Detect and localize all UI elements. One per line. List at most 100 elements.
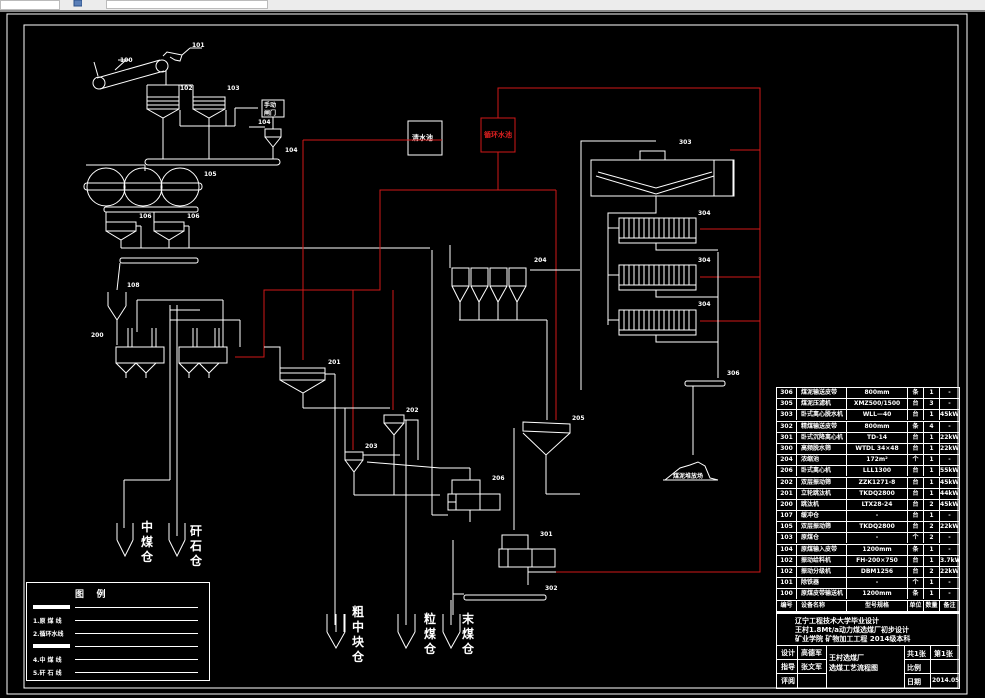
thickener-cone bbox=[470, 285, 489, 304]
school-name: 辽宁工程技术大学毕业设计 bbox=[795, 617, 879, 625]
table-cell: 206 bbox=[780, 467, 793, 475]
table-cell: 1 bbox=[923, 544, 939, 555]
iron-remover-101 bbox=[162, 47, 202, 62]
fine-bin-label-3: 仓 bbox=[461, 641, 475, 656]
thickener-cell bbox=[470, 267, 489, 287]
fine-bin-label-1: 末 bbox=[462, 611, 475, 626]
table-cell: 条 bbox=[907, 421, 923, 432]
table-cell: 台 bbox=[907, 488, 923, 499]
table-cell: LLL1300 bbox=[846, 466, 907, 477]
table-cell: 卧式沉降离心机 bbox=[796, 432, 846, 443]
table-cell: 45kW bbox=[939, 499, 959, 510]
table-cell: 卧式离心脱水机 bbox=[796, 410, 846, 421]
gangue-bin-label-1: 矸 bbox=[190, 524, 202, 538]
table-cell: 原煤仓 bbox=[796, 533, 846, 544]
sheet-total: 共1张 bbox=[907, 650, 926, 658]
belt-302 bbox=[452, 540, 547, 615]
dewatering-screen-303 bbox=[580, 140, 735, 390]
table-cell: 双层振动筛 bbox=[796, 477, 846, 488]
toolbar-field[interactable] bbox=[0, 0, 60, 10]
table-cell: 1200mm bbox=[846, 589, 907, 600]
title-block-person: 高德军 bbox=[801, 649, 822, 657]
table-cell: - bbox=[939, 421, 959, 432]
table-header-cell: 数量 bbox=[923, 600, 939, 611]
table-cell: 缓冲仓 bbox=[796, 511, 846, 522]
label-100: 100 bbox=[120, 57, 133, 64]
table-cell: 800mm bbox=[846, 388, 907, 398]
table-header-cell: 型号规格 bbox=[846, 600, 907, 611]
thickener-cone bbox=[451, 285, 470, 304]
jig-200a bbox=[115, 300, 165, 378]
table-cell: 102 bbox=[780, 556, 793, 564]
table-cell: 200 bbox=[780, 500, 793, 508]
monitor-icon[interactable] bbox=[62, 0, 82, 8]
circulating-water-lines bbox=[235, 87, 761, 573]
table-cell: - bbox=[939, 399, 959, 410]
toolbar-field-2[interactable] bbox=[106, 0, 268, 9]
label-203: 203 bbox=[365, 443, 378, 450]
table-cell: 除铁器 bbox=[796, 578, 846, 589]
label-205: 205 bbox=[572, 415, 585, 422]
feeder-104 bbox=[249, 117, 282, 159]
legend-item-label: 1.原 煤 线 bbox=[33, 618, 62, 625]
date-value: 2014.05 bbox=[932, 677, 960, 684]
manual-gate-label-2: 闸门 bbox=[264, 109, 276, 117]
table-cell: 2 bbox=[923, 522, 939, 533]
table-cell: 1 bbox=[923, 410, 939, 421]
table-cell: 台 bbox=[907, 399, 923, 410]
middlings-bin-label-1: 中 bbox=[141, 519, 153, 534]
table-cell: FH-200×750 bbox=[846, 555, 907, 566]
table-cell: - bbox=[939, 589, 959, 600]
fine-bin-label-2: 煤 bbox=[462, 626, 474, 641]
table-cell: - bbox=[939, 455, 959, 466]
table-cell: 1200mm bbox=[846, 544, 907, 555]
fine-coal-bin-shape bbox=[442, 614, 461, 650]
label-104: 104 bbox=[258, 119, 271, 126]
table-cell: 2 bbox=[923, 533, 939, 544]
buffer-bin-107 bbox=[107, 262, 127, 345]
belt-to-jig bbox=[119, 257, 199, 264]
app-toolbar bbox=[0, 0, 985, 12]
legend-item-line bbox=[75, 672, 198, 673]
table-cell: 条 bbox=[907, 544, 923, 555]
label-106a: 106 bbox=[139, 213, 152, 220]
filter-presses-304 bbox=[608, 217, 718, 343]
table-cell: 跳汰机 bbox=[796, 499, 846, 510]
table-cell: 台 bbox=[907, 410, 923, 421]
classifier-201 bbox=[264, 346, 390, 530]
table-cell: 个 bbox=[907, 578, 923, 589]
label-304c: 304 bbox=[698, 301, 711, 308]
gangue-bin-shape bbox=[168, 523, 186, 558]
granular-bin-label-3: 仓 bbox=[423, 641, 437, 656]
table-cell: 原煤输入皮带 bbox=[796, 544, 846, 555]
clean-water-pool bbox=[407, 120, 443, 156]
title-block-person: 张文军 bbox=[801, 663, 822, 671]
table-cell: 个 bbox=[907, 533, 923, 544]
table-cell: 卧式离心机 bbox=[796, 466, 846, 477]
thickener-cell bbox=[489, 267, 508, 287]
project-line-2: 矿业学院 矿物加工工程 2014级本科 bbox=[795, 635, 911, 643]
table-cell: 台 bbox=[907, 432, 923, 443]
table-cell: 204 bbox=[780, 456, 793, 464]
table-cell: 煤泥输送皮带 bbox=[796, 388, 846, 398]
table-cell: 个 bbox=[907, 455, 923, 466]
screen-202 bbox=[383, 414, 419, 610]
table-cell: 精煤输送皮带 bbox=[796, 421, 846, 432]
table-cell: 1 bbox=[923, 388, 939, 398]
table-cell: 103 bbox=[780, 534, 793, 542]
table-cell: 303 bbox=[780, 411, 793, 419]
legend-item-line bbox=[75, 620, 198, 621]
toolbar-divider bbox=[0, 10, 985, 12]
table-cell: 台 bbox=[907, 567, 923, 577]
table-cell: 201 bbox=[780, 489, 793, 497]
table-cell: - bbox=[939, 511, 959, 522]
